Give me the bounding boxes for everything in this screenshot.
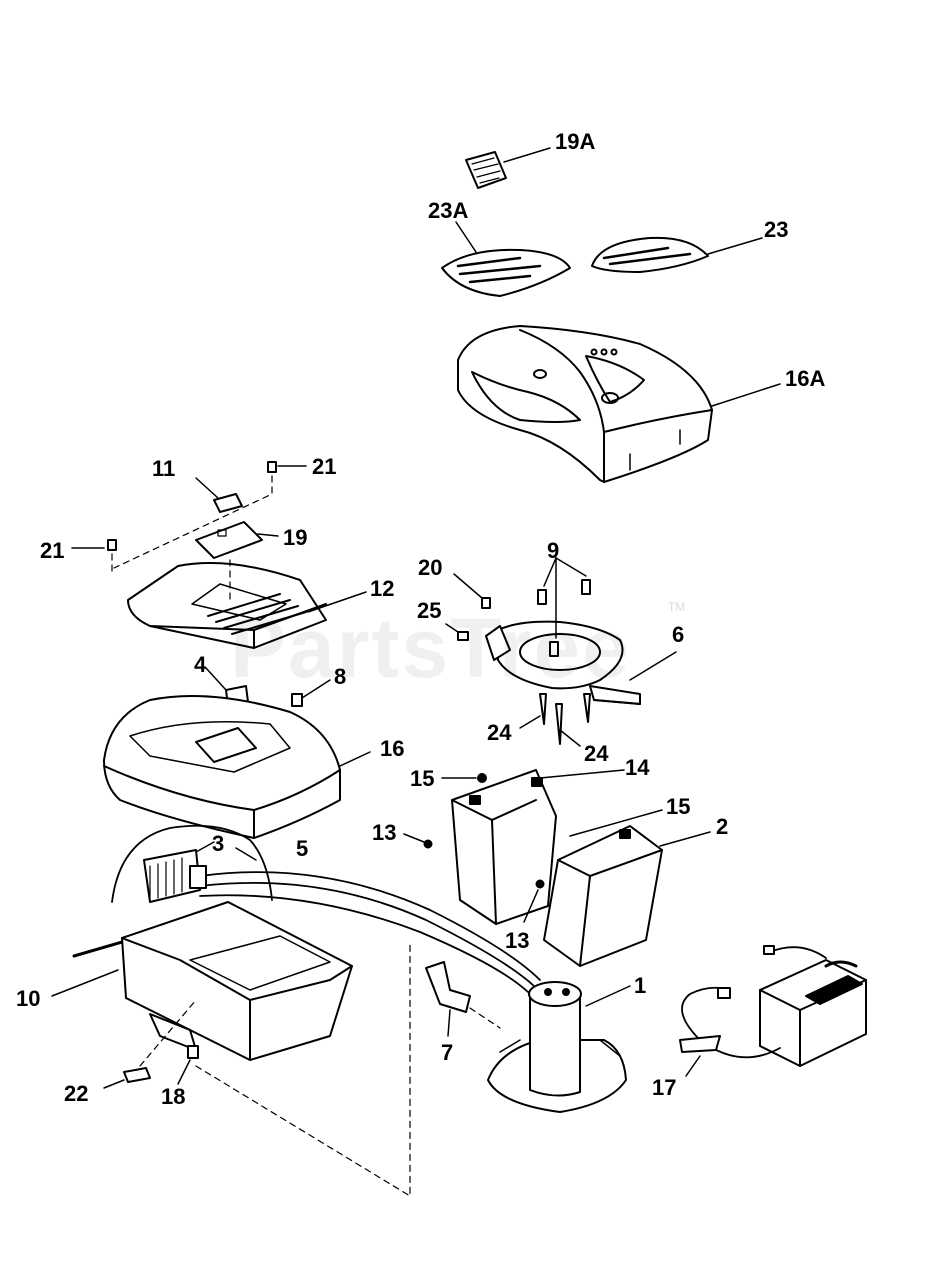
part-6-mounting-plate [485,620,677,705]
label-14: 14 [625,755,650,780]
label-4: 4 [194,652,207,677]
label-23a: 23A [428,198,469,223]
label-16: 16 [380,736,405,761]
part-13-15-nuts [403,773,545,923]
label-7: 7 [441,1040,454,1065]
part-19a-decal [465,147,551,189]
label-21-upper: 21 [312,454,337,479]
label-19: 19 [283,525,308,550]
label-20: 20 [418,555,443,580]
part-16-housing [103,695,371,839]
part-8-screw [291,679,331,707]
part-7-bracket [425,961,501,1037]
part-21-screws [71,461,307,573]
part-16a-top-cover [457,325,781,483]
label-19a: 19A [555,129,596,154]
part-24-screws [519,693,591,747]
label-22: 22 [64,1081,89,1106]
label-3: 3 [212,831,225,856]
part-20-screw [453,573,491,609]
label-1: 1 [634,973,647,998]
label-13-lower: 13 [505,928,530,953]
label-6: 6 [672,622,685,647]
label-12: 12 [370,576,395,601]
label-18: 18 [161,1084,186,1109]
label-23: 23 [764,217,789,242]
watermark-tm: TM [668,600,686,614]
part-3-relay [143,849,207,903]
label-24-left: 24 [487,720,512,745]
watermark-text: PartsTree [230,601,631,695]
part-23-decal [591,236,763,273]
part-11-connector [195,477,243,513]
part-12-panel [127,559,367,649]
part-2-battery-b [543,809,711,967]
part-19-plate [195,521,279,559]
part-14-battery-a [451,769,625,925]
label-5: 5 [296,836,309,861]
label-21-lower: 21 [40,538,65,563]
label-2: 2 [716,814,729,839]
label-9: 9 [547,538,560,563]
part-9-bolts [537,557,591,657]
part-10-base-tray [51,901,411,1197]
label-15-left: 15 [410,766,435,791]
part-1-motor [487,981,631,1113]
label-24-right: 24 [584,741,609,766]
label-16a: 16A [785,366,826,391]
label-10: 10 [16,986,41,1011]
part-17-charger [679,945,867,1077]
label-11: 11 [152,456,176,481]
part-25-screw [445,623,469,641]
label-13-left: 13 [372,820,397,845]
part-23a-decal [441,221,571,297]
label-15-right: 15 [666,794,691,819]
label-8: 8 [334,664,347,689]
label-25: 25 [417,598,442,623]
label-17: 17 [652,1075,677,1100]
